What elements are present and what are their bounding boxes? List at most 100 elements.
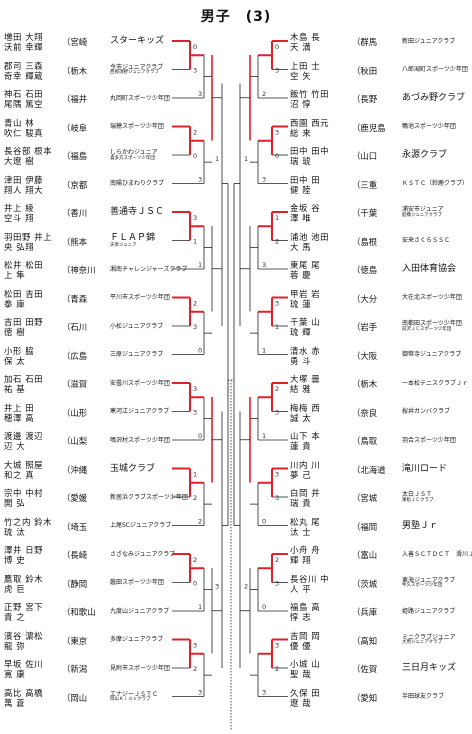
bracket-entry: 松井 松田上 隼（神奈川湘南チャレンジャーズクラブ	[0, 260, 472, 280]
prefecture: （栃木	[352, 379, 378, 389]
club-name-main: 三日月キッズ	[402, 663, 457, 674]
prefecture: （大分	[352, 293, 378, 304]
club-name-main: 平川市スポーツ少年団	[110, 294, 170, 302]
player-names: 天 満	[290, 42, 312, 52]
club-name: 丸岡町スポーツ少年団	[110, 89, 170, 109]
club-name: 三原ジュニアクラブ	[110, 346, 170, 366]
player-names: 加石 石田	[4, 374, 44, 384]
club-name: しらかわジュニア喜多方スポーツ少年団	[110, 146, 170, 166]
club-name-main: 姫路ジュニアクラブ	[402, 607, 456, 615]
score-label: 3	[193, 642, 197, 650]
player-names: 人 平	[290, 583, 312, 594]
score-label: 2	[198, 518, 202, 526]
player-names: 正野 宮下	[4, 602, 44, 612]
prefecture: （和歌山	[62, 607, 96, 617]
player-names: 神石 石田	[4, 89, 44, 99]
player-names: 竹之内 鈴木	[4, 516, 53, 527]
player-names: 空 矢	[290, 70, 312, 81]
prefecture: （福井	[62, 94, 88, 104]
club-name-main: 大在北スポーツ少年団	[402, 294, 462, 302]
club-name-main: 新居浜クラブスポーツ少年団	[110, 493, 188, 501]
club-name-main: 羽合スポーツ少年団	[402, 436, 456, 444]
club-name-main: 湘南チャレンジャーズクラブ	[110, 265, 188, 273]
club-name: あづみ野クラブ	[402, 89, 470, 109]
club-name-main: 三原ジュニアクラブ	[110, 351, 164, 359]
bracket-entry: 鷹取 鈴木虎 巨（静岡磐田スポーツ少年団	[0, 574, 472, 594]
bracket-entry: 久保 田遼 哉（愛知半田球友クラブ	[0, 688, 472, 708]
prefecture: （福島	[62, 151, 88, 161]
score-label: 1	[262, 432, 266, 440]
prefecture: （茨城	[352, 578, 378, 589]
player-names: 結 雅	[290, 384, 312, 394]
player-names: 松丸 尾	[290, 516, 321, 527]
player-names: 瑞 貴	[290, 498, 312, 508]
prefecture: （埼玉	[62, 521, 88, 532]
bracket-entry: 梅梅 西誠 太（奈良桜井ガンバクラブ	[0, 403, 472, 423]
player-names: 吉田 田野	[4, 317, 44, 327]
club-name-sub: 前沢ＪＣスポーツ少年団	[402, 326, 452, 332]
score-label: 3	[275, 642, 279, 650]
player-names: 濱谷 濵松	[4, 630, 44, 641]
score-label: 3	[262, 261, 266, 269]
club-name-main: ミニクラブジュニア	[402, 633, 456, 641]
player-names: 拳 庫	[4, 298, 26, 309]
club-name: 姫路ジュニアクラブ	[402, 602, 470, 622]
club-name-main: 見附市スポーツ少年団	[110, 664, 170, 672]
score-label: 3	[275, 580, 279, 588]
score-label: 3	[193, 409, 197, 417]
player-names: 上 隼	[4, 270, 26, 280]
player-names: 白岡 井	[290, 488, 321, 498]
prefecture: （宮城	[352, 493, 378, 503]
club-name-main: さざなみジュニアクラブ	[110, 550, 176, 558]
player-names: 金坂 谷	[290, 203, 321, 213]
score-label: 3	[198, 689, 202, 697]
bracket-entry: 松田 吉田拳 庫（青森平川市スポーツ少年団	[0, 289, 472, 309]
score-label: 3	[275, 471, 279, 479]
player-names: 長谷川 中	[290, 573, 330, 584]
player-names: 大 馬	[290, 241, 312, 252]
club-name-sub: 東松ＪＣクラブ	[402, 497, 434, 503]
score-label: 3	[275, 409, 279, 417]
player-names: 松田 吉田	[4, 288, 44, 299]
club-name: 半田球友クラブ	[402, 688, 470, 708]
player-names: 尾隅 篤空	[4, 99, 44, 109]
player-names: 羽田野 井上	[4, 231, 53, 242]
score-label: 3	[198, 176, 202, 184]
club-name: 寒河江ジュニアクラブ	[110, 403, 170, 423]
club-name: 九度山ジュニアクラブ	[110, 602, 170, 622]
score-label: 1	[193, 238, 197, 246]
prefecture: （三重	[352, 179, 378, 190]
score-label: 3	[193, 67, 197, 75]
player-names: 飯竹 竹田	[290, 89, 330, 99]
club-name: ＫＳＴＣ（鈴鹿クラブ）	[402, 175, 470, 195]
bracket-entry: 渡邊 渡辺辺 大（山梨鳴沢村スポーツ少年団	[0, 431, 472, 451]
score-label: 2	[275, 665, 279, 673]
score-label: 0	[275, 43, 279, 51]
prefecture: （長崎	[62, 550, 88, 560]
club-name: 磐田スポーツ少年団	[110, 574, 170, 594]
club-name: 滝川ロード	[402, 460, 470, 480]
bracket-entry: 濱谷 濵松龍 弥（東京多摩ジュニアクラブ	[0, 631, 472, 651]
club-name-sub: 天草ジュニア	[110, 242, 137, 248]
prefecture: （奈良	[352, 407, 378, 418]
score-label: 1	[275, 214, 279, 222]
score-label: 1	[275, 323, 279, 331]
prefecture: （岩手	[352, 322, 378, 332]
player-names: 誠 太	[290, 412, 312, 423]
player-names: 川内 川	[290, 459, 321, 470]
player-names: 和之 真	[4, 469, 35, 480]
club-name-main: エナジーＪＳＴＣ	[110, 690, 159, 698]
player-names: 吹仁 駿真	[4, 127, 44, 138]
player-names: 山下 本	[290, 431, 321, 441]
prefecture: （鹿児島	[352, 122, 386, 133]
score-label: 3	[275, 300, 279, 308]
score-label: 0	[198, 347, 202, 355]
prefecture: （群馬	[352, 37, 378, 47]
club-name: 入田体育協会	[402, 260, 470, 280]
prefecture: （富山	[352, 550, 378, 560]
bracket-entry: 加石 石田祐 基（滋賀安曇川スポーツ少年団	[0, 374, 472, 394]
prefecture: （島根	[352, 236, 378, 247]
bracket-entry: 甲岩 岩琉 蓮（大分大在北スポーツ少年団	[0, 289, 472, 309]
player-names: 夢 己	[290, 469, 312, 480]
